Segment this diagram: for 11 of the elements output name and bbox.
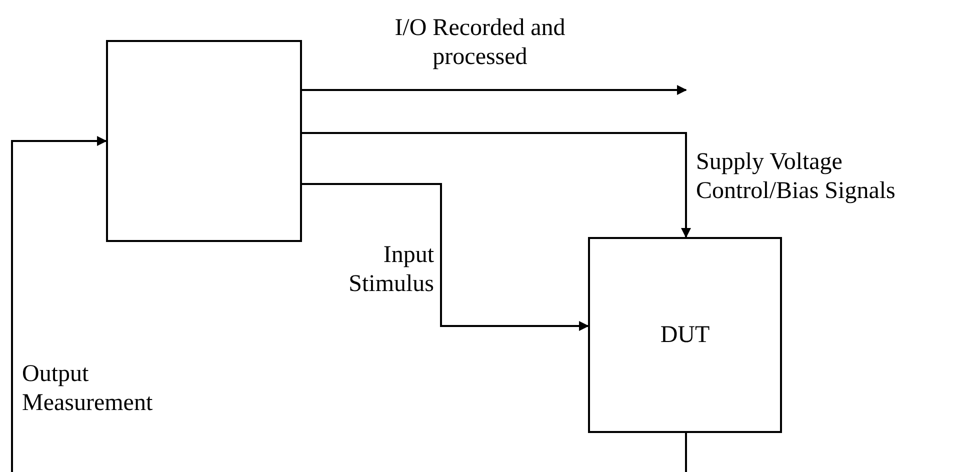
edge-label: I/O Recorded and processed [394,14,566,72]
arrow [302,85,687,95]
arrow [11,136,687,472]
arrow [302,183,589,331]
edge-label: Output Measurement [22,360,154,418]
block-box [588,237,782,433]
edge-label: Input Stimulus [348,241,434,299]
block-box [106,40,302,242]
edge-label: Supply Voltage Control/Bias Signals [696,148,896,206]
block-label: DUT [660,321,710,350]
arrow [302,132,691,238]
